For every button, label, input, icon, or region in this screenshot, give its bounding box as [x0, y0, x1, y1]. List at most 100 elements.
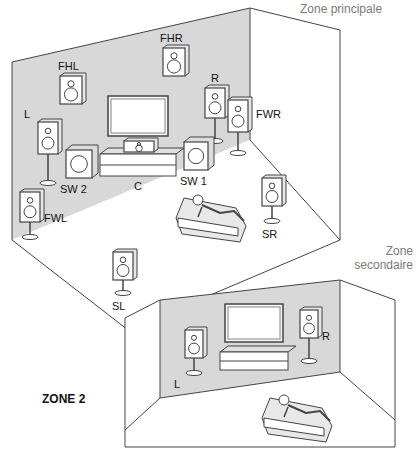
speaker-stand: [29, 222, 31, 236]
tweeter: [235, 106, 241, 112]
room-ground: [125, 280, 395, 447]
tv-stand-top: [220, 346, 296, 352]
listener-head: [193, 195, 203, 205]
room-edge: [250, 140, 340, 240]
tweeter: [45, 128, 51, 134]
speaker-stand: [237, 132, 239, 152]
speaker-box: [185, 330, 203, 358]
zone-label: Zone secondaire: [335, 244, 413, 272]
second-room: [125, 280, 395, 447]
tv-stand: [220, 352, 288, 370]
speaker-side: [300, 307, 322, 338]
tweeter: [27, 198, 33, 204]
woofer: [304, 323, 315, 334]
speaker-label: L: [174, 378, 180, 391]
room-edge: [125, 447, 395, 448]
speaker-label: L: [24, 108, 30, 121]
speaker-stand: [271, 206, 273, 220]
stand-base: [301, 359, 317, 364]
subwoofer-box: [184, 142, 208, 170]
listener-arm: [284, 407, 288, 417]
tv-panel: [111, 99, 165, 133]
woofer: [167, 60, 180, 73]
woofer: [266, 190, 278, 202]
listener-head: [279, 395, 289, 405]
room-edge: [125, 318, 126, 447]
speaker-side: [38, 119, 62, 154]
speaker-side: [228, 97, 252, 132]
speaker-side: [163, 45, 189, 76]
tv-panel: [228, 307, 280, 339]
woofer: [232, 115, 244, 127]
subwoofer-cone: [71, 156, 88, 173]
subwoofer-side: [184, 137, 214, 170]
room-edge: [125, 398, 160, 430]
speaker-box: [60, 76, 82, 104]
speaker-side: [60, 73, 86, 104]
speaker-label: C: [134, 180, 142, 193]
woofer: [24, 206, 36, 218]
room-edge: [340, 280, 395, 300]
woofer: [42, 137, 54, 149]
speaker-label: FHL: [58, 60, 79, 73]
tweeter: [120, 257, 126, 263]
speaker-side: [124, 138, 158, 152]
speaker-label: R: [322, 330, 330, 343]
tweeter: [306, 315, 311, 320]
subwoofer-side: [66, 145, 98, 178]
armchair-seat: [264, 418, 324, 436]
speaker-label: SW 2: [60, 183, 87, 196]
stand-base: [186, 371, 202, 376]
speaker-side: [20, 189, 44, 222]
tv-stand-shelf: [220, 361, 288, 362]
stand-base: [230, 151, 246, 156]
room-edge: [340, 372, 395, 420]
tweeter: [269, 183, 275, 189]
room-edge: [395, 300, 396, 447]
speaker-label: FWR: [256, 108, 281, 121]
room-edge: [125, 300, 160, 318]
woofer: [189, 343, 200, 354]
listener-arm: [198, 207, 202, 217]
zone-label: Zone principale: [300, 2, 382, 16]
speaker-box: [113, 252, 133, 280]
subwoofer-cone: [188, 148, 203, 163]
tv-screen: [108, 96, 168, 136]
armchair-seat: [178, 218, 238, 236]
armchair: [176, 198, 246, 242]
tweeter: [191, 335, 196, 340]
speaker-stand: [308, 338, 310, 360]
speaker-side: [113, 249, 137, 280]
speaker-label: FWL: [44, 212, 67, 225]
main-room: [12, 8, 340, 330]
speaker-label: SR: [262, 228, 277, 241]
listener-body: [202, 205, 244, 221]
speaker-side: [205, 85, 229, 118]
woofer: [64, 88, 77, 101]
speaker-box: [262, 178, 282, 206]
speaker-box: [38, 122, 58, 154]
speaker-label: R: [211, 72, 219, 85]
speaker-box: [20, 192, 40, 222]
speaker-box: [163, 48, 185, 76]
stand-base: [40, 181, 56, 186]
tweeter: [212, 94, 218, 100]
listener-body: [288, 405, 330, 421]
tv-screen: [225, 304, 283, 342]
speaker-side: [262, 175, 286, 206]
speaker-box: [205, 88, 225, 118]
room-edge: [340, 30, 341, 240]
back-wall: [160, 280, 340, 398]
speaker-side: [185, 327, 207, 358]
speaker-label: SL: [112, 300, 125, 313]
stand-base: [115, 291, 131, 296]
tweeter: [171, 53, 177, 59]
speaker-box: [228, 100, 248, 132]
speaker-stand: [47, 154, 49, 182]
speaker-box: [300, 310, 318, 338]
stand-base: [264, 219, 280, 224]
tv-stand-shelf: [100, 165, 176, 166]
speaker-box: [124, 141, 154, 152]
